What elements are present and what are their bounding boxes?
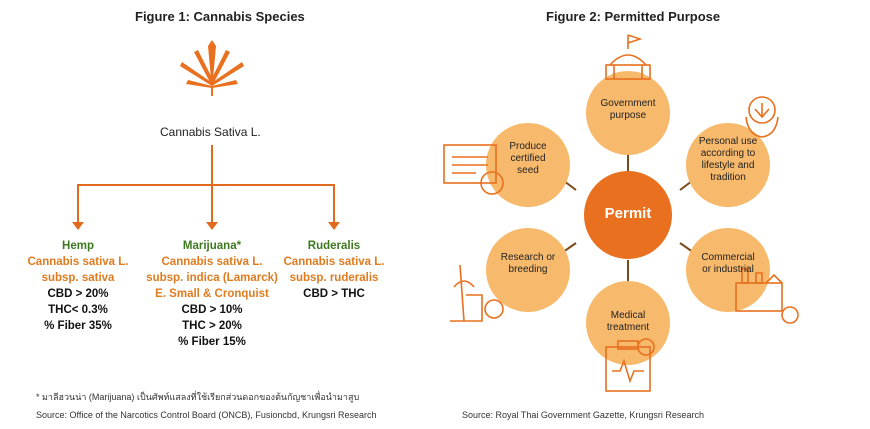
permit-center-circle: [584, 171, 672, 259]
certificate-icon: [443, 144, 504, 195]
figure1-title: Figure 1: Cannabis Species: [135, 9, 305, 24]
arrow-down-icon: [328, 222, 340, 230]
purpose-line: treatment: [606, 322, 650, 333]
species-stat: THC< 0.3%: [48, 304, 108, 316]
purpose-line: purpose: [609, 110, 647, 121]
hands-leaf-icon: [745, 96, 779, 138]
species-main-label: Cannabis Sativa L.: [160, 125, 261, 139]
tree-trunk-line: [211, 145, 213, 185]
purpose-circle-medical: [586, 281, 670, 365]
species-subtitle: Cannabis sativa L.: [283, 256, 385, 268]
purpose-line: or industrial: [702, 264, 754, 275]
species-hemp: Hemp Cannabis sativa L. subsp. sativa CB…: [18, 238, 138, 334]
purpose-line: seed: [517, 165, 539, 176]
purpose-line: certified: [510, 153, 546, 164]
tree-branch-marijuana: [211, 184, 213, 226]
purpose-line: Personal use: [698, 136, 758, 147]
purpose-label-medical: Medical treatment: [588, 310, 668, 334]
factory-icon: [735, 268, 799, 324]
species-stat: CBD > THC: [303, 288, 365, 300]
species-name: Hemp: [62, 240, 94, 252]
purpose-line: lifestyle and: [701, 160, 755, 171]
government-building-icon: [605, 34, 651, 80]
purpose-label-research: Research or breeding: [488, 252, 568, 276]
species-stat: % Fiber 35%: [44, 320, 112, 332]
footnote: * มาลีฮวนน่า (Marijuana) เป็นศัพท์แสลงที…: [36, 392, 360, 402]
purpose-label-government: Government purpose: [588, 98, 668, 122]
species-name: Marijuana*: [182, 240, 242, 252]
species-stat: CBD > 20%: [47, 288, 109, 300]
arrow-down-icon: [206, 222, 218, 230]
permit-diagram: [443, 34, 799, 392]
purpose-circle-government: [586, 71, 670, 155]
figure2-title: Figure 2: Permitted Purpose: [546, 9, 721, 24]
species-subtitle: Cannabis sativa L.: [27, 256, 129, 268]
purpose-circle-research: [486, 228, 570, 312]
purpose-line: Research or: [500, 252, 556, 263]
figure2-source: Source: Royal Thai Government Gazette, K…: [462, 410, 704, 420]
purpose-circle-seed: [486, 123, 570, 207]
species-subtitle: E. Small & Cronquist: [155, 288, 269, 300]
purpose-label-commercial: Commercial or industrial: [688, 252, 768, 276]
purpose-line: Produce: [509, 141, 547, 152]
tree-horizontal-line: [77, 184, 335, 186]
purpose-label-personal: Personal use according to lifestyle and …: [688, 136, 768, 184]
microscope-plant-icon: [450, 264, 504, 322]
species-marijuana: Marijuana* Cannabis sativa L. subsp. ind…: [142, 238, 282, 350]
species-subtitle: Cannabis sativa L.: [161, 256, 263, 268]
medical-clipboard-icon: [605, 338, 655, 392]
purpose-line: according to: [700, 148, 756, 159]
species-subtitle: subsp. sativa: [41, 272, 115, 284]
species-stat: % Fiber 15%: [178, 336, 246, 348]
purpose-line: tradition: [710, 172, 746, 183]
purpose-line: Commercial: [701, 252, 755, 263]
tree-branch-hemp: [77, 184, 79, 226]
permit-label: Permit: [604, 205, 652, 222]
species-subtitle: subsp. ruderalis: [289, 272, 379, 284]
purpose-circle-commercial: [686, 228, 770, 312]
species-stat: CBD > 10%: [181, 304, 243, 316]
figure1-source: Source: Office of the Narcotics Control …: [36, 410, 377, 420]
cannabis-leaf-icon: [180, 40, 244, 96]
species-stat: THC > 20%: [182, 320, 242, 332]
purpose-line: Medical: [610, 310, 646, 321]
purpose-line: breeding: [508, 264, 548, 275]
tree-branch-ruderalis: [333, 184, 335, 226]
species-subtitle: subsp. indica (Lamarck): [146, 272, 278, 284]
purpose-circle-personal: [686, 123, 770, 207]
species-name: Ruderalis: [307, 240, 361, 252]
arrow-down-icon: [72, 222, 84, 230]
species-ruderalis: Ruderalis Cannabis sativa L. subsp. rude…: [276, 238, 392, 302]
purpose-label-seed: Produce certified seed: [488, 141, 568, 177]
purpose-line: Government: [600, 98, 656, 109]
